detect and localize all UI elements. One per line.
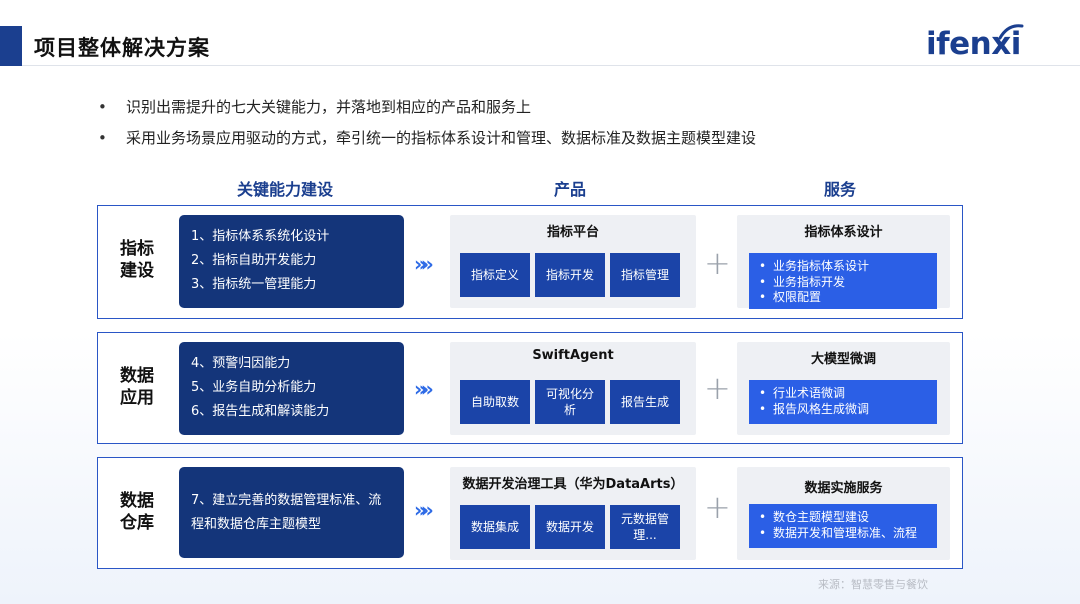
plus-icon: + bbox=[704, 369, 731, 407]
product-panel: 数据开发治理工具（华为DataArts） 数据集成 数据开发 元数据管理... bbox=[450, 467, 696, 560]
double-chevron-right-icon: »» bbox=[414, 252, 434, 276]
bullet-dot: • bbox=[98, 129, 107, 147]
service-item: • 权限配置 bbox=[757, 290, 929, 306]
product-item: 数据集成 bbox=[460, 505, 530, 549]
product-item: 元数据管理... bbox=[610, 505, 680, 549]
bullet-dot: • bbox=[759, 386, 767, 400]
service-item-text: 权限配置 bbox=[773, 290, 822, 304]
bullet-item: • 采用业务场景应用驱动的方式，牵引统一的指标体系设计和管理、数据标准及数据主题… bbox=[98, 123, 756, 154]
service-title: 大模型微调 bbox=[810, 352, 876, 367]
ifenxi-logo: ifenxi bbox=[926, 22, 1026, 66]
service-item-text: 业务指标开发 bbox=[773, 274, 846, 289]
title-accent-bar bbox=[0, 26, 22, 66]
capability-item: 7、建立完善的数据管理标准、流 bbox=[191, 493, 382, 508]
service-item: • 业务指标开发 bbox=[757, 275, 929, 291]
product-item: 指标定义 bbox=[460, 253, 530, 297]
row-label-line: 应用 bbox=[120, 388, 154, 408]
service-item-text: 行业术语微调 bbox=[773, 386, 846, 400]
service-item: • 报告风格生成微调 bbox=[757, 402, 929, 418]
product-item: 可视化分析 bbox=[535, 380, 605, 424]
capability-item: 3、指标统一管理能力 bbox=[191, 277, 317, 292]
logo-swoosh-icon bbox=[998, 24, 1024, 40]
title-bar: 项目整体解决方案 bbox=[0, 26, 1080, 66]
capability-item: 1、指标体系系统化设计 bbox=[191, 229, 330, 244]
bullet-dot: • bbox=[759, 259, 767, 273]
bullet-dot: • bbox=[759, 401, 767, 416]
capability-item: 4、预警归因能力 bbox=[191, 356, 291, 371]
service-title: 数据实施服务 bbox=[804, 481, 883, 496]
row-label-line: 指标 bbox=[120, 239, 154, 259]
row-metrics: 指标 建设 1、指标体系系统化设计 2、指标自助开发能力 3、指标统一管理能力 … bbox=[97, 205, 963, 319]
capability-box: 7、建立完善的数据管理标准、流 程和数据仓库主题模型 bbox=[179, 467, 404, 558]
row-label-line: 建设 bbox=[120, 261, 154, 281]
bullet-dot: • bbox=[98, 98, 107, 116]
double-chevron-right-icon: »» bbox=[414, 377, 434, 401]
row-label: 数据 应用 bbox=[114, 365, 160, 409]
row-label: 指标 建设 bbox=[114, 238, 160, 282]
bullet-text: 识别出需提升的七大关键能力，并落地到相应的产品和服务上 bbox=[126, 98, 532, 116]
service-box: • 行业术语微调 • 报告风格生成微调 bbox=[749, 380, 937, 424]
product-item: 自助取数 bbox=[460, 380, 530, 424]
product-item: 数据开发 bbox=[535, 505, 605, 549]
bullet-dot: • bbox=[759, 525, 767, 540]
capability-item: 5、业务自助分析能力 bbox=[191, 380, 317, 395]
capability-item: 6、报告生成和解读能力 bbox=[191, 404, 330, 419]
service-panel: 指标体系设计 • 业务指标体系设计 • 业务指标开发 • 权限配置 bbox=[737, 215, 950, 309]
service-item-text: 数仓主题模型建设 bbox=[773, 510, 870, 524]
product-title: 指标平台 bbox=[546, 225, 599, 240]
column-header-products: 产品 bbox=[553, 180, 586, 199]
product-item: 报告生成 bbox=[610, 380, 680, 424]
row-data-warehouse: 数据 仓库 7、建立完善的数据管理标准、流 程和数据仓库主题模型 »» 数据开发… bbox=[97, 457, 963, 569]
bullet-list: • 识别出需提升的七大关键能力，并落地到相应的产品和服务上 • 采用业务场景应用… bbox=[98, 92, 756, 154]
bullet-dot: • bbox=[759, 290, 767, 304]
service-panel: 大模型微调 • 行业术语微调 • 报告风格生成微调 bbox=[737, 342, 950, 435]
product-item: 指标管理 bbox=[610, 253, 680, 297]
service-panel: 数据实施服务 • 数仓主题模型建设 • 数据开发和管理标准、流程 bbox=[737, 467, 950, 560]
service-item: • 数仓主题模型建设 bbox=[757, 510, 929, 526]
capability-item: 2、指标自助开发能力 bbox=[191, 253, 317, 268]
service-title: 指标体系设计 bbox=[804, 225, 883, 240]
page-title: 项目整体解决方案 bbox=[34, 36, 210, 60]
plus-icon: + bbox=[704, 488, 731, 526]
service-box: • 数仓主题模型建设 • 数据开发和管理标准、流程 bbox=[749, 504, 937, 548]
service-box: • 业务指标体系设计 • 业务指标开发 • 权限配置 bbox=[749, 253, 937, 309]
bullet-text: 采用业务场景应用驱动的方式，牵引统一的指标体系设计和管理、数据标准及数据主题模型… bbox=[126, 129, 757, 147]
column-header-capabilities: 关键能力建设 bbox=[236, 180, 333, 199]
service-item: • 业务指标体系设计 bbox=[757, 259, 929, 275]
service-item-text: 报告风格生成微调 bbox=[773, 401, 870, 416]
bullet-dot: • bbox=[759, 510, 767, 524]
row-label-line: 仓库 bbox=[120, 513, 154, 533]
row-label-line: 数据 bbox=[120, 366, 154, 386]
row-label: 数据 仓库 bbox=[114, 490, 160, 534]
row-label-line: 数据 bbox=[120, 491, 154, 511]
source-note: 来源：智慧零售与餐饮 bbox=[818, 578, 928, 591]
double-chevron-right-icon: »» bbox=[414, 498, 434, 522]
capability-box: 4、预警归因能力 5、业务自助分析能力 6、报告生成和解读能力 bbox=[179, 342, 404, 435]
product-panel: 指标平台 指标定义 指标开发 指标管理 bbox=[450, 215, 696, 308]
capability-box: 1、指标体系系统化设计 2、指标自助开发能力 3、指标统一管理能力 bbox=[179, 215, 404, 308]
product-title: 数据开发治理工具（华为DataArts） bbox=[462, 477, 684, 492]
row-data-application: 数据 应用 4、预警归因能力 5、业务自助分析能力 6、报告生成和解读能力 »»… bbox=[97, 332, 963, 444]
capability-item: 程和数据仓库主题模型 bbox=[191, 517, 322, 532]
service-item-text: 数据开发和管理标准、流程 bbox=[773, 525, 918, 540]
product-panel: SwiftAgent 自助取数 可视化分析 报告生成 bbox=[450, 342, 696, 435]
product-item: 指标开发 bbox=[535, 253, 605, 297]
service-item: • 行业术语微调 bbox=[757, 386, 929, 402]
product-title: SwiftAgent bbox=[532, 348, 614, 363]
bullet-item: • 识别出需提升的七大关键能力，并落地到相应的产品和服务上 bbox=[98, 92, 756, 123]
plus-icon: + bbox=[704, 244, 731, 282]
bullet-dot: • bbox=[759, 274, 767, 289]
column-header-services: 服务 bbox=[823, 180, 856, 199]
service-item-text: 业务指标体系设计 bbox=[773, 259, 870, 273]
service-item: • 数据开发和管理标准、流程 bbox=[757, 526, 929, 542]
